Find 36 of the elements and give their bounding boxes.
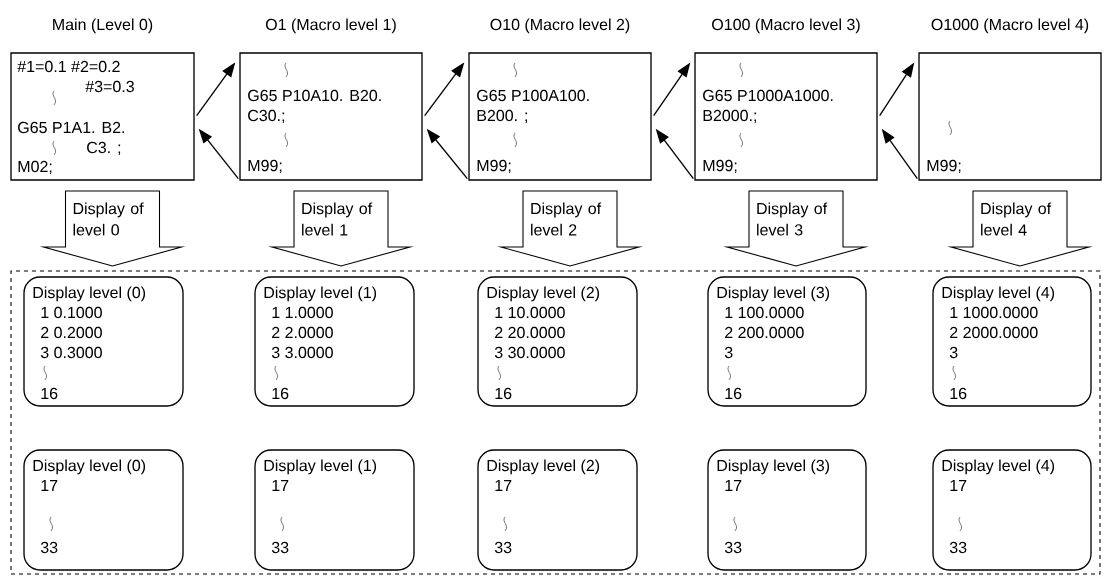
program-box: G65 P100A100. B200. ; M99; xyxy=(468,52,652,181)
display-box: Display level (2) 1 10.0000 2 20.0000 3 30.0000 16 xyxy=(477,276,638,407)
program-box: G65 P1000A1000. B2000.; M99; xyxy=(694,52,878,181)
dashed-frame xyxy=(10,270,1101,575)
edge-label: Display of level 2 xyxy=(531,202,602,236)
edge-label: Display of level 0 xyxy=(73,202,144,236)
edge-label: Display of level 1 xyxy=(302,202,373,236)
display-box: Display level (1) 1 1.0000 2 2.0000 3 3.0000 16 xyxy=(254,276,415,407)
program-box: G65 P10A10. B20. C30.; M99; xyxy=(239,52,423,181)
edge-label: Display of level 3 xyxy=(757,202,828,236)
program-heading: O1 (Macro level 1) xyxy=(265,18,396,34)
node-label: #1=0.1 #2=0.2 xyxy=(17,60,120,73)
block-arrow xyxy=(268,190,414,267)
node-label: M02; xyxy=(18,160,52,175)
program-heading: O10 (Macro level 2) xyxy=(490,18,630,34)
display-box: Display level (4) 1 1000.0000 2 2000.0000 3 16 xyxy=(932,276,1092,407)
program-heading: O100 (Macro level 3) xyxy=(712,18,860,34)
node-label: G65 P1A1. B2. xyxy=(18,121,125,134)
program-heading: Main (Level 0) xyxy=(53,18,153,34)
display-box: Display level (1) 17 33 xyxy=(254,449,415,571)
display-box: Display level (3) 1 100.0000 2 200.0000 3 16 xyxy=(707,276,867,407)
display-box: Display level (0) 1 0.1000 2 0.2000 3 0.3000 16 xyxy=(23,276,184,407)
node-label: C3. ; xyxy=(87,141,121,156)
program-box: M99; xyxy=(918,52,1102,181)
block-arrow xyxy=(947,190,1093,267)
block-arrow xyxy=(723,190,869,267)
edge-label: Display of level 4 xyxy=(981,202,1052,236)
display-box: Display level (2) 17 33 xyxy=(477,449,638,571)
display-box: Display level (0) 17 33 xyxy=(23,449,184,571)
display-box: Display level (4) 17 33 xyxy=(932,449,1092,571)
display-box: Display level (3) 17 33 xyxy=(707,449,867,571)
node-label: #3=0.3 xyxy=(85,80,134,93)
block-arrow xyxy=(39,190,186,267)
block-arrow xyxy=(497,190,643,267)
program-box: #1=0.1 #2=0.2 #3=0.3 G65 P1A1. B2. C3. ; M02; xyxy=(10,52,195,181)
program-heading: O1000 (Macro level 4) xyxy=(931,18,1089,34)
